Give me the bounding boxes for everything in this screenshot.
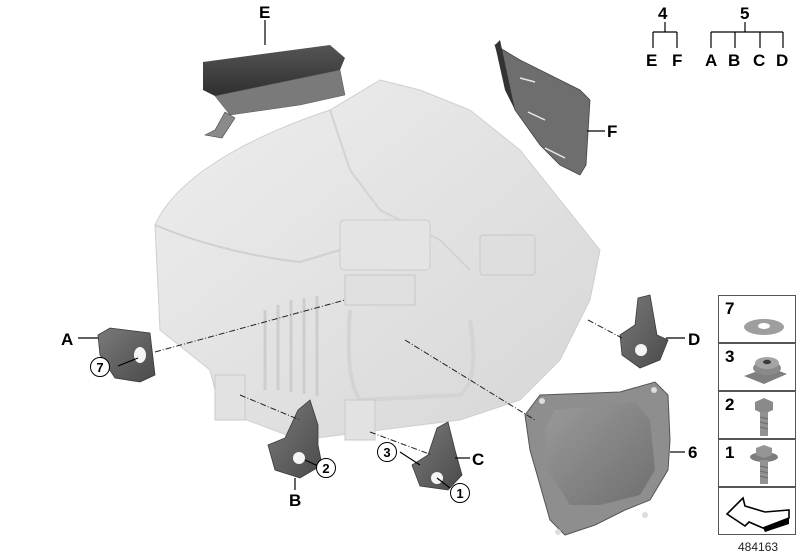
part-f-side-cover	[494, 40, 591, 176]
callout-a: A	[61, 330, 74, 349]
collar-bolt-icon	[750, 445, 778, 484]
callout-b: B	[289, 491, 302, 510]
callout-circle-3: 3	[377, 442, 397, 462]
group-5-parent: 5	[740, 4, 750, 23]
group-5-child-d: D	[776, 51, 789, 70]
part-e-trim-strip	[203, 45, 346, 139]
group-4-bracket-lines	[652, 22, 678, 48]
legend-num: 2	[725, 395, 735, 414]
callout-c: C	[472, 450, 485, 469]
callout-f: F	[607, 122, 618, 141]
part-6-cover-cap	[524, 381, 671, 536]
group-5-child-b: B	[728, 51, 741, 70]
legend-num: 7	[725, 299, 735, 318]
legend-cell-arrow-symbol	[718, 487, 796, 535]
assembly-lines	[154, 299, 623, 456]
callout-circle-7: 7	[90, 357, 110, 377]
legend-cell-clip-nut: 3	[718, 343, 796, 391]
legend-cell-collar-bolt: 1	[718, 439, 796, 487]
group-5-child-c: C	[753, 51, 766, 70]
callout-6: 6	[688, 443, 698, 462]
callout-circle-1: 1	[450, 483, 470, 503]
hex-bolt-icon	[755, 398, 773, 436]
group-5-bracket-lines	[710, 22, 784, 48]
legend-num: 3	[725, 347, 735, 366]
legend-cell-hex-bolt: 2	[718, 391, 796, 439]
bracket-d	[619, 294, 669, 369]
bracket-b	[267, 399, 323, 479]
callout-d: D	[688, 330, 701, 349]
headlight-housing	[154, 79, 601, 441]
group-4-child-f: F	[672, 51, 683, 70]
legend-cell-washer: 7	[718, 295, 796, 343]
legend-num: 1	[725, 443, 735, 462]
washer-icon	[744, 319, 784, 335]
group-4-child-e: E	[646, 51, 658, 70]
group-5-child-a: A	[705, 51, 718, 70]
group-4-parent: 4	[658, 4, 668, 23]
callout-e: E	[259, 3, 271, 22]
clip-nut-icon	[744, 357, 787, 384]
callout-circle-2: 2	[316, 458, 336, 478]
bracket-c	[411, 421, 463, 491]
leader-lines	[78, 20, 685, 490]
arrow-symbol-icon	[725, 496, 790, 532]
figure-id: 484163	[738, 540, 779, 554]
